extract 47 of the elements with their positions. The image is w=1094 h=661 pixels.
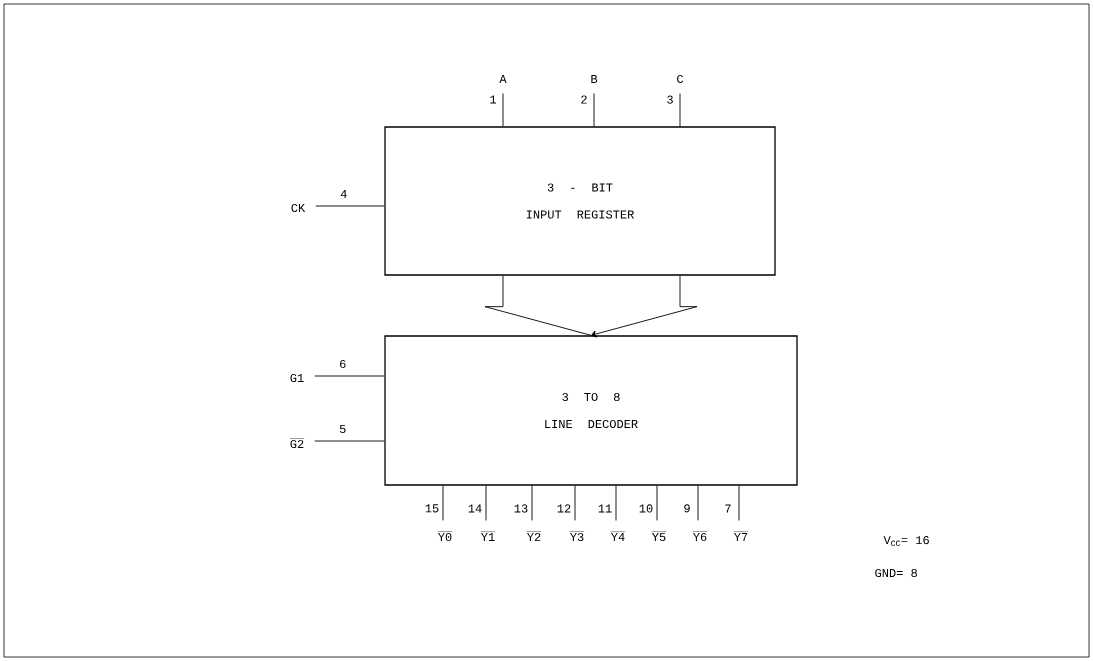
pin-line xyxy=(502,93,504,127)
pin-line xyxy=(315,205,385,207)
pin-number: 13 xyxy=(514,504,528,513)
signal-name: Y6 xyxy=(692,531,708,542)
pin-number: 4 xyxy=(340,190,347,198)
block-box: 3 - BIT INPUT REGISTER xyxy=(384,126,776,276)
block-box: 3 TO 8 LINE DECODER xyxy=(384,335,798,486)
pin-line xyxy=(615,485,617,521)
pin-line xyxy=(593,93,595,127)
pin-number: 15 xyxy=(425,504,439,513)
pin-line xyxy=(656,485,658,521)
signal-name: Y2 xyxy=(526,531,542,541)
pin-number: 3 xyxy=(667,95,673,104)
signal-name: G1 xyxy=(290,373,304,383)
supply-note: GND= 8 xyxy=(875,568,917,578)
pin-number: 5 xyxy=(339,425,346,433)
signal-name: Y0 xyxy=(437,531,453,542)
pin-number: 9 xyxy=(684,504,690,513)
pin-number: 10 xyxy=(639,504,653,513)
signal-name: G2 xyxy=(289,438,305,449)
signal-name: Y7 xyxy=(733,531,749,541)
pin-line xyxy=(442,485,444,521)
bus-arrow xyxy=(484,275,698,338)
pin-number: 12 xyxy=(557,504,571,513)
pin-number: 2 xyxy=(581,95,587,104)
signal-name: Y4 xyxy=(610,531,626,541)
pin-line xyxy=(697,485,699,521)
pin-line xyxy=(314,375,385,377)
signal-name: Y3 xyxy=(569,531,585,542)
signal-name: CK xyxy=(291,203,306,213)
signal-name: B xyxy=(591,75,598,83)
pin-line xyxy=(574,485,576,521)
pin-number: 14 xyxy=(468,504,482,513)
pin-line xyxy=(531,485,533,521)
signal-name: C xyxy=(677,74,684,84)
pin-line xyxy=(738,485,740,521)
pin-number: 11 xyxy=(598,504,612,513)
pin-line xyxy=(679,93,681,127)
signal-name: A xyxy=(499,75,507,83)
signal-name: Y1 xyxy=(480,531,496,541)
pin-number: 7 xyxy=(725,504,731,513)
pin-number: 6 xyxy=(340,359,346,369)
pin-line xyxy=(485,485,487,521)
pin-line xyxy=(314,440,385,442)
pin-number: 1 xyxy=(490,95,497,104)
supply-note: V$_{CC}$= 16 xyxy=(883,536,929,546)
signal-name: Y5 xyxy=(651,531,667,541)
